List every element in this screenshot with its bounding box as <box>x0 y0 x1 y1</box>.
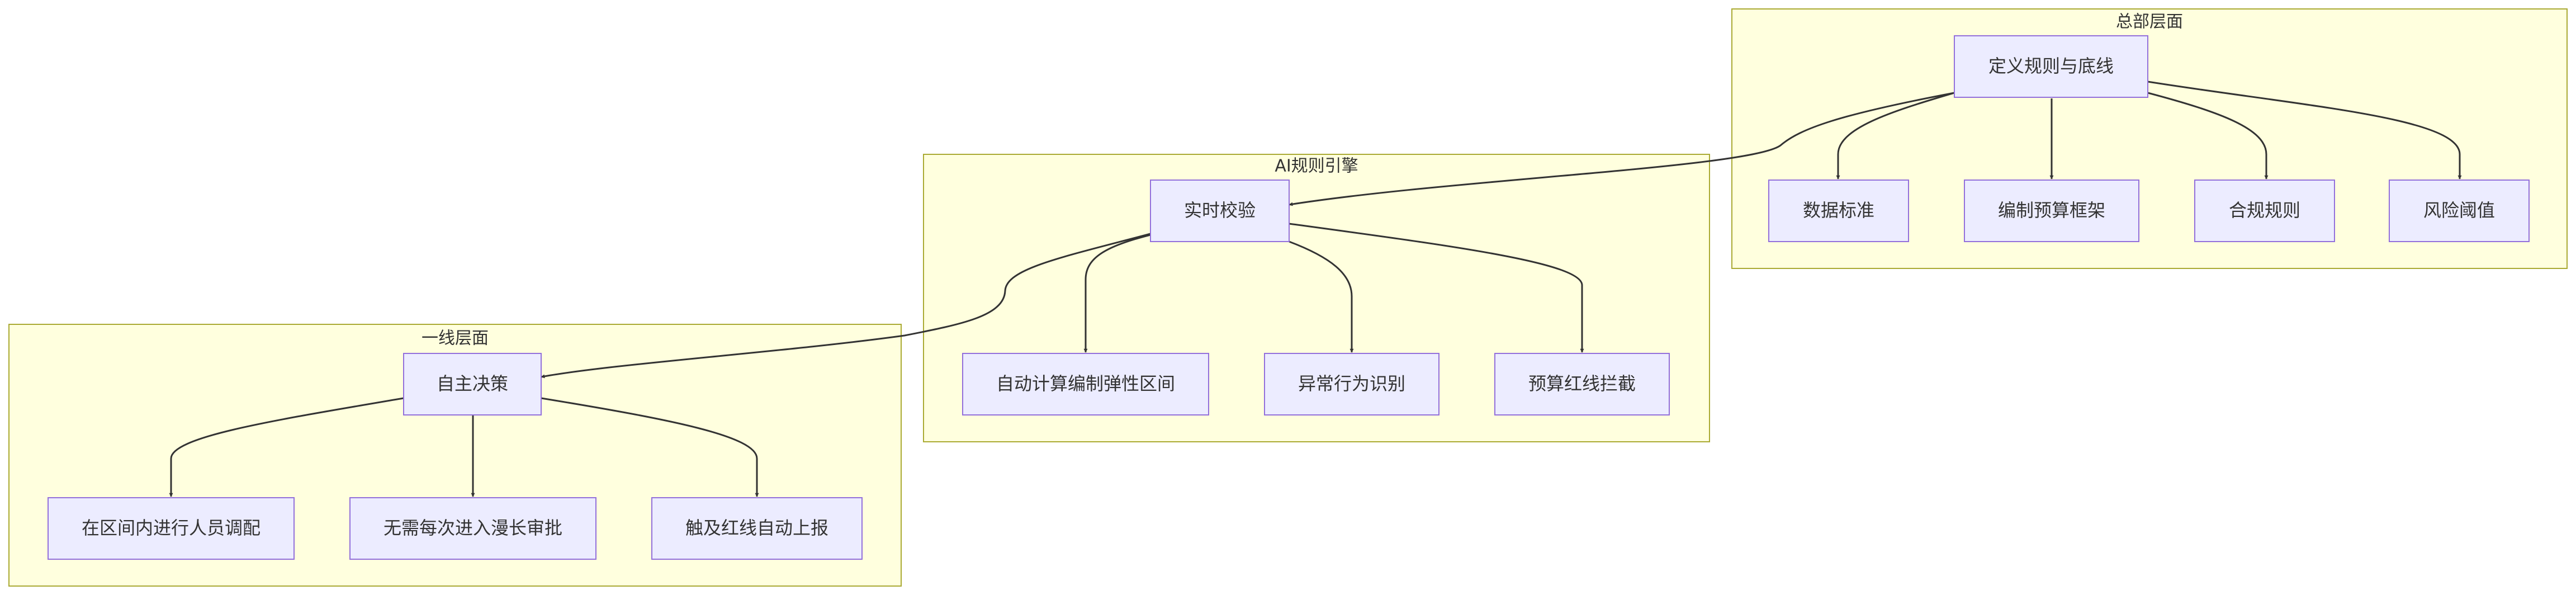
node-auto-range-box <box>962 353 1209 415</box>
node-realtime-check-label: 实时校验 <box>1184 200 1256 221</box>
node-anomaly-detect[interactable]: 异常行为识别 <box>1264 353 1439 415</box>
cluster-engine-label: AI规则引擎 <box>1275 157 1358 176</box>
node-autonomous-decision[interactable]: 自主决策 <box>403 353 542 415</box>
node-redline-block[interactable]: 预算红线拦截 <box>1494 353 1670 415</box>
node-auto-report-box <box>651 497 863 560</box>
node-staff-adjust-label: 在区间内进行人员调配 <box>82 517 261 539</box>
node-autonomous-decision-box <box>403 353 542 415</box>
node-redline-block-box <box>1494 353 1670 415</box>
node-auto-range[interactable]: 自动计算编制弹性区间 <box>962 353 1209 415</box>
node-autonomous-decision-label: 自主决策 <box>437 373 508 394</box>
node-auto-range-label: 自动计算编制弹性区间 <box>996 373 1175 394</box>
edge-check-to-auto-range <box>1083 234 1151 353</box>
node-staff-adjust[interactable]: 在区间内进行人员调配 <box>48 497 295 560</box>
node-budget-framework-box <box>1964 180 2139 242</box>
edge-check-to-redline <box>1289 223 1584 353</box>
node-data-standard[interactable]: 数据标准 <box>1768 180 1909 242</box>
node-budget-framework[interactable]: 编制预算框架 <box>1964 180 2139 242</box>
node-compliance-rules[interactable]: 合规规则 <box>2194 180 2335 242</box>
edge-autonomous-to-auto-report <box>541 397 759 497</box>
node-no-approval[interactable]: 无需每次进入漫长审批 <box>349 497 596 560</box>
cluster-frontline-label: 一线层面 <box>422 329 489 348</box>
node-risk-threshold-box <box>2389 180 2530 242</box>
node-anomaly-detect-box <box>1264 353 1439 415</box>
node-auto-report[interactable]: 触及红线自动上报 <box>651 497 863 560</box>
edge-define-to-data-standard <box>1836 92 1955 180</box>
node-define-rules-box <box>1954 35 2148 98</box>
node-define-rules-label: 定义规则与底线 <box>1988 55 2114 77</box>
node-data-standard-label: 数据标准 <box>1803 200 1874 221</box>
node-compliance-rules-label: 合规规则 <box>2229 200 2300 221</box>
node-no-approval-label: 无需每次进入漫长审批 <box>383 517 562 539</box>
edge-define-to-compliance <box>2147 92 2269 180</box>
edges <box>169 81 2462 497</box>
edge-autonomous-to-staff-adjust <box>169 397 404 497</box>
edge-define-to-risk <box>2147 81 2462 180</box>
node-no-approval-box <box>349 497 596 560</box>
node-auto-report-label: 触及红线自动上报 <box>685 517 828 539</box>
node-data-standard-box <box>1768 180 1909 242</box>
edge-check-to-autonomous <box>541 233 1151 379</box>
node-anomaly-detect-label: 异常行为识别 <box>1298 373 1405 394</box>
node-realtime-check-box <box>1150 180 1290 242</box>
node-budget-framework-label: 编制预算框架 <box>1998 200 2105 221</box>
node-risk-threshold[interactable]: 风险阈值 <box>2389 180 2530 242</box>
edge-define-to-realtime-check <box>1289 92 1955 206</box>
cluster-hq-label: 总部层面 <box>2116 12 2183 32</box>
node-risk-threshold-label: 风险阈值 <box>2423 200 2495 221</box>
node-realtime-check[interactable]: 实时校验 <box>1150 180 1290 242</box>
node-redline-block-label: 预算红线拦截 <box>1528 373 1636 394</box>
node-compliance-rules-box <box>2194 180 2335 242</box>
node-define-rules[interactable]: 定义规则与底线 <box>1954 35 2148 98</box>
edge-check-to-anomaly <box>1289 240 1354 353</box>
node-staff-adjust-box <box>48 497 295 560</box>
